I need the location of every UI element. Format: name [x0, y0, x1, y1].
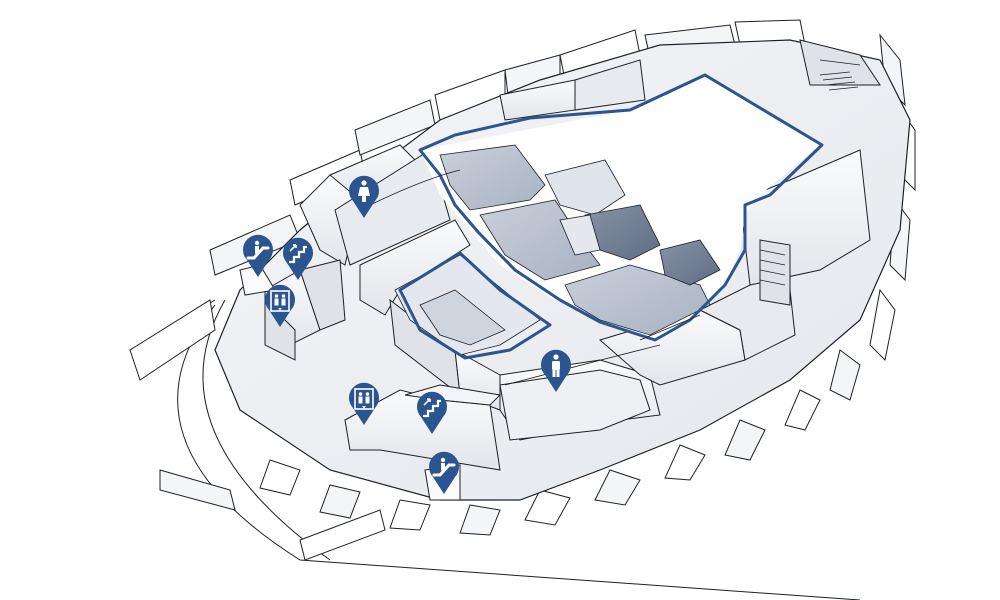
pin-marker-body [417, 391, 447, 434]
outer-wall-panel [389, 499, 431, 531]
woman-icon [358, 180, 370, 202]
escalator-icon [432, 457, 456, 477]
outer-wall-panel [664, 444, 706, 481]
outer-wall-panel [869, 288, 896, 362]
pin-marker-body [349, 382, 379, 425]
pin-marker-body [265, 284, 295, 327]
outer-wall-panel [524, 489, 571, 526]
pin-elevator[interactable] [349, 382, 379, 425]
pin-escalator[interactable] [429, 451, 459, 494]
man-icon [552, 354, 560, 377]
concourse-walls [239, 39, 881, 501]
stairs-icon [423, 398, 441, 418]
seating-sections [394, 144, 721, 356]
outer-wall-panel [159, 469, 236, 511]
pin-marker-body [429, 451, 459, 494]
outer-wall-panel [319, 484, 361, 519]
pin-marker-body [243, 234, 273, 277]
seating-bowl-outline [398, 73, 824, 360]
amenity-pins [243, 175, 571, 494]
outer-wall-panel [459, 504, 501, 536]
pin-marker-body [541, 349, 571, 392]
pin-escalator[interactable] [243, 234, 273, 277]
outer-wall-panel [259, 459, 301, 496]
outer-wall-panel [129, 299, 216, 381]
outer-wall-panel [724, 419, 766, 461]
outer-wall-panel [829, 349, 861, 401]
stair-graphics [759, 71, 859, 286]
outer-wall-panel [784, 389, 821, 431]
outer-wall-panel [299, 509, 386, 561]
pin-restroom-men[interactable] [541, 349, 571, 392]
pin-restroom-women[interactable] [349, 175, 379, 218]
pin-stairs[interactable] [417, 391, 447, 434]
stairs-icon [289, 244, 307, 264]
pin-stairs[interactable] [283, 237, 313, 280]
elevator-icon [270, 290, 290, 312]
outer-wall-panel [594, 469, 641, 506]
pin-marker-body [283, 237, 313, 280]
escalator-icon [246, 240, 270, 260]
pin-elevator[interactable] [265, 284, 295, 327]
elevator-icon [354, 388, 374, 410]
